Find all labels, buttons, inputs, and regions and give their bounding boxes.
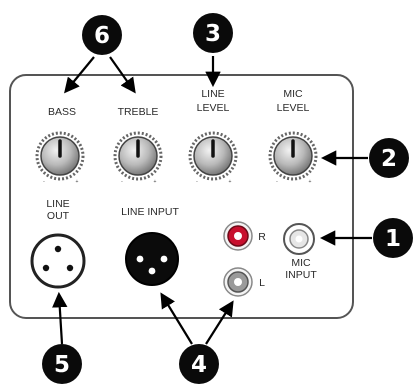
- treble-knob[interactable]: [113, 131, 163, 181]
- treble-knob-max-label: +: [154, 179, 157, 185]
- mic-input-label-line2: INPUT: [285, 269, 317, 281]
- line-level-knob[interactable]: [188, 131, 238, 181]
- callout-badge-5: 5: [42, 344, 82, 384]
- line-out-label-line1: LINE: [46, 198, 69, 210]
- mic-input-label-line1: MIC: [291, 257, 311, 269]
- callout-arrows: [52, 56, 372, 345]
- treble-knob-min-label: -: [121, 179, 123, 185]
- line-level-knob-label-line1: LINE: [201, 88, 224, 100]
- callout-badge-3: 3: [193, 13, 233, 53]
- panel-plate: [9, 74, 354, 319]
- rca-left-label: L: [259, 277, 265, 289]
- callout-badge-6: 6: [82, 15, 122, 55]
- mic-level-knob[interactable]: [268, 131, 318, 181]
- line-level-knob-label-line2: LEVEL: [197, 102, 230, 114]
- svg-text:2: 2: [381, 146, 397, 172]
- svg-text:4: 4: [191, 352, 207, 378]
- mic-level-knob-label-line1: MIC: [283, 88, 303, 100]
- mic-input-jack[interactable]: [283, 223, 315, 255]
- line-out-label-line2: OUT: [47, 210, 70, 222]
- bass-knob[interactable]: [35, 131, 85, 181]
- bass-knob-label: BASS: [48, 106, 76, 118]
- line-input-label: LINE INPUT: [121, 206, 179, 218]
- mic-level-knob-max-label: +: [309, 179, 312, 185]
- mic-level-knob-label-line2: LEVEL: [277, 102, 310, 114]
- rca-left-jack[interactable]: [223, 267, 253, 297]
- bass-knob-min-label: -: [43, 179, 45, 185]
- mic-level-knob-min-label: -: [276, 179, 278, 185]
- callout-badge-2: 2: [369, 138, 409, 178]
- rca-right-label: R: [258, 231, 266, 243]
- line-level-knob-max-label: +: [229, 179, 232, 185]
- callout-badge-1: 1: [373, 218, 413, 258]
- line-level-knob-min-label: -: [196, 179, 198, 185]
- line-input-xlr-connector[interactable]: [125, 232, 179, 286]
- svg-text:3: 3: [205, 21, 221, 47]
- treble-knob-label: TREBLE: [118, 106, 159, 118]
- bass-knob-max-label: +: [76, 179, 79, 185]
- svg-text:6: 6: [94, 23, 110, 49]
- callout-badge-4: 4: [179, 344, 219, 384]
- svg-text:1: 1: [385, 226, 401, 252]
- rca-right-jack[interactable]: [223, 221, 253, 251]
- svg-text:5: 5: [54, 352, 70, 378]
- line-out-xlr-connector[interactable]: [30, 233, 86, 289]
